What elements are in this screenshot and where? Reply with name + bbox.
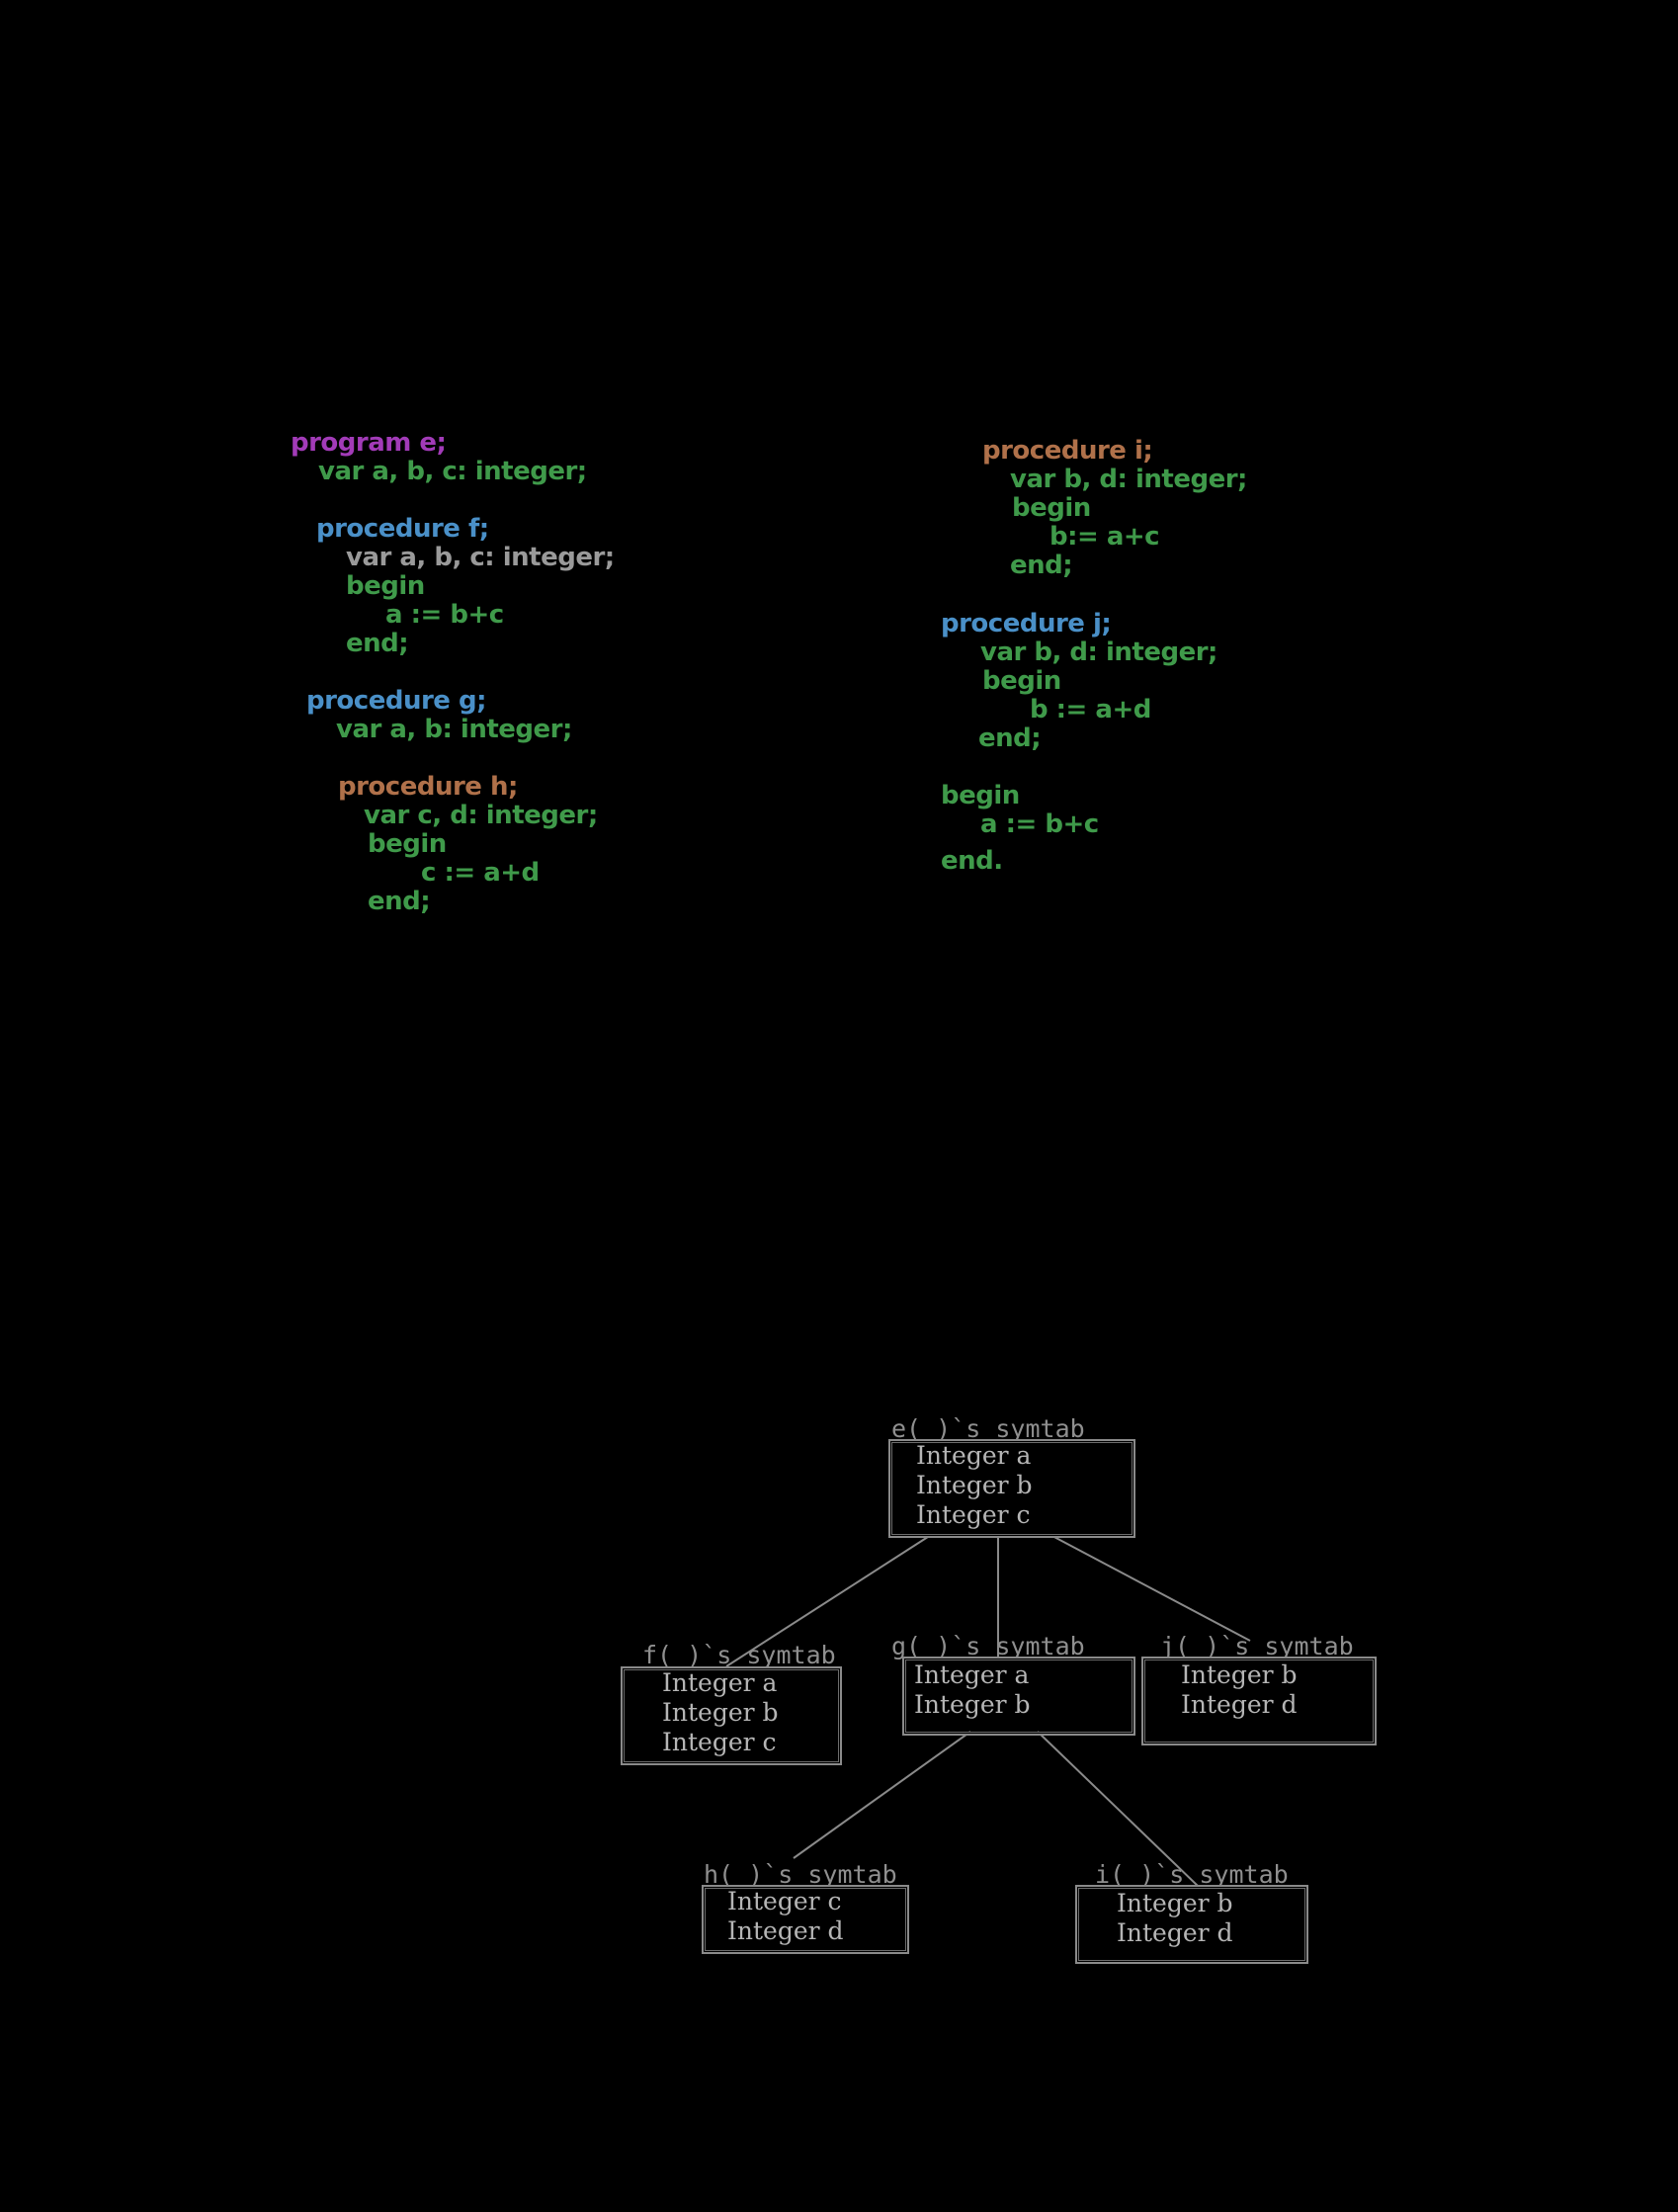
code-line: var a, b, c: integer; [318, 457, 587, 486]
code-line: var b, d: integer; [1010, 465, 1247, 494]
code-line-procedure-f: procedure f; [316, 514, 489, 544]
edge-e-j [1049, 1534, 1251, 1642]
code-line: b:= a+c [1049, 522, 1160, 552]
symtab-g: Integer a Integer b [902, 1657, 1135, 1736]
code-line: begin [982, 666, 1061, 696]
symtab-label-j: j( )`s symtab [1160, 1632, 1354, 1660]
code-line: a := b+c [980, 809, 1099, 839]
symtab-label-f: f( )`s symtab [642, 1641, 836, 1669]
symtab-h: Integer c Integer d [702, 1885, 909, 1954]
symtab-f: Integer a Integer b Integer c [621, 1666, 842, 1765]
symtab-entry: Integer d [1181, 1690, 1298, 1719]
symtab-entry: Integer a [662, 1668, 778, 1697]
code-line: var b, d: integer; [980, 638, 1217, 667]
code-line-procedure-j: procedure j; [941, 609, 1112, 638]
symtab-entry: Integer c [916, 1500, 1031, 1529]
edge-g-h [793, 1731, 971, 1859]
code-line-program-e: program e; [291, 428, 447, 458]
code-line: end. [941, 846, 1003, 876]
edge-g-i [1037, 1731, 1199, 1887]
code-line: end; [1010, 551, 1073, 580]
code-line: var c, d: integer; [364, 801, 598, 830]
symtab-entry: Integer d [727, 1916, 844, 1945]
code-line: begin [941, 781, 1020, 810]
symtab-entry: Integer b [916, 1471, 1033, 1499]
symtab-entry: Integer b [662, 1698, 779, 1727]
code-line: c := a+d [421, 858, 540, 888]
symtab-j: Integer b Integer d [1141, 1657, 1377, 1745]
symtab-i: Integer b Integer d [1075, 1885, 1308, 1964]
symtab-label-g: g( )`s symtab [891, 1632, 1085, 1660]
symtab-label-e: e( )`s symtab [891, 1414, 1085, 1443]
code-line: end; [978, 723, 1042, 753]
symtab-entry: Integer b [914, 1690, 1031, 1719]
code-line: begin [368, 829, 447, 859]
code-line: end; [346, 629, 409, 658]
code-line: end; [368, 887, 431, 916]
symtab-entry: Integer d [1117, 1918, 1233, 1947]
symtab-entry: Integer c [727, 1887, 842, 1915]
code-line-procedure-i: procedure i; [982, 436, 1153, 466]
symtab-entry: Integer b [1181, 1660, 1298, 1689]
code-line: begin [346, 571, 425, 601]
edge-e-f [725, 1534, 932, 1667]
code-line: b := a+d [1030, 695, 1151, 724]
symtab-label-i: i( )`s symtab [1095, 1860, 1289, 1889]
code-line-procedure-h: procedure h; [338, 772, 518, 802]
symtab-label-h: h( )`s symtab [704, 1860, 897, 1889]
symtab-entry: Integer c [662, 1728, 777, 1756]
symtab-entry: Integer b [1117, 1889, 1233, 1917]
code-line-procedure-g: procedure g; [306, 686, 486, 716]
code-line: begin [1012, 493, 1091, 523]
code-line: var a, b: integer; [336, 715, 572, 744]
code-line: var a, b, c: integer; [346, 543, 615, 572]
symtab-e: Integer a Integer b Integer c [888, 1439, 1135, 1538]
symtab-entry: Integer a [916, 1441, 1032, 1470]
symtab-entry: Integer a [914, 1660, 1030, 1689]
code-line: a := b+c [385, 600, 504, 630]
